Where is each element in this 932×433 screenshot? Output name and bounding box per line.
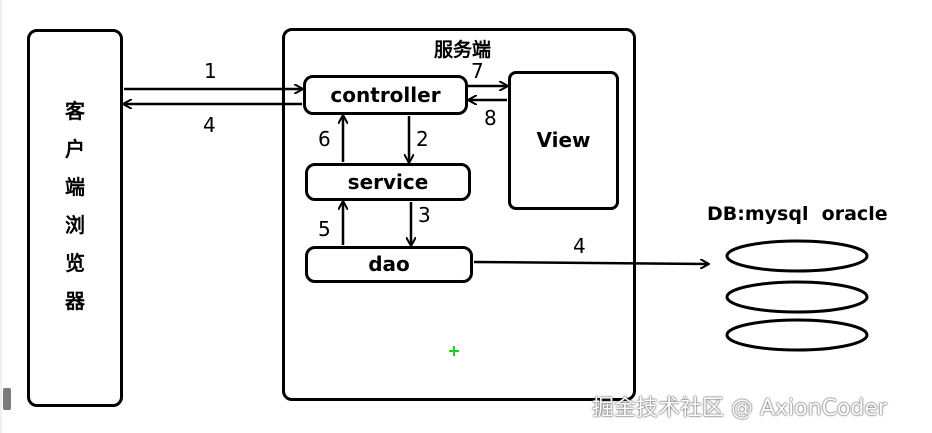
watermark: 掘金技术社区 @ AxionCoder (592, 396, 887, 421)
step-label-3: 3 (418, 203, 431, 227)
step-label-4: 4 (573, 234, 586, 258)
controller-node: controller (303, 75, 468, 115)
screen-edge (0, 0, 2, 433)
client-browser-box: 客 户 端 浏 览 器 (27, 29, 123, 407)
step-label-6: 6 (318, 127, 331, 151)
db-disk (725, 280, 869, 314)
step-label-8: 8 (484, 106, 497, 130)
step-label-1: 1 (204, 59, 217, 83)
client-char: 器 (65, 289, 85, 313)
client-char: 端 (65, 175, 85, 199)
green-crosshair-icon (449, 346, 459, 356)
view-label: View (536, 128, 591, 152)
server-title: 服务端 (434, 39, 492, 61)
dao-node: dao (305, 246, 473, 283)
client-browser-label: 客 户 端 浏 览 器 (30, 92, 120, 320)
db-disk (725, 318, 869, 352)
client-char: 览 (65, 251, 85, 275)
step-label-5: 5 (318, 217, 331, 241)
step-label-4-return: 4 (203, 113, 216, 137)
scroll-handle[interactable] (3, 388, 11, 410)
step-label-2: 2 (416, 127, 429, 151)
db-disk (725, 239, 869, 273)
step-label-7: 7 (471, 59, 484, 83)
client-char: 浏 (65, 213, 85, 237)
view-node: View (508, 71, 619, 210)
client-char: 客 (65, 99, 85, 123)
service-node: service (305, 163, 471, 201)
client-char: 户 (65, 137, 85, 161)
arrow-dao-to-db (473, 262, 708, 264)
database-title: DB:mysql oracle (707, 203, 888, 225)
